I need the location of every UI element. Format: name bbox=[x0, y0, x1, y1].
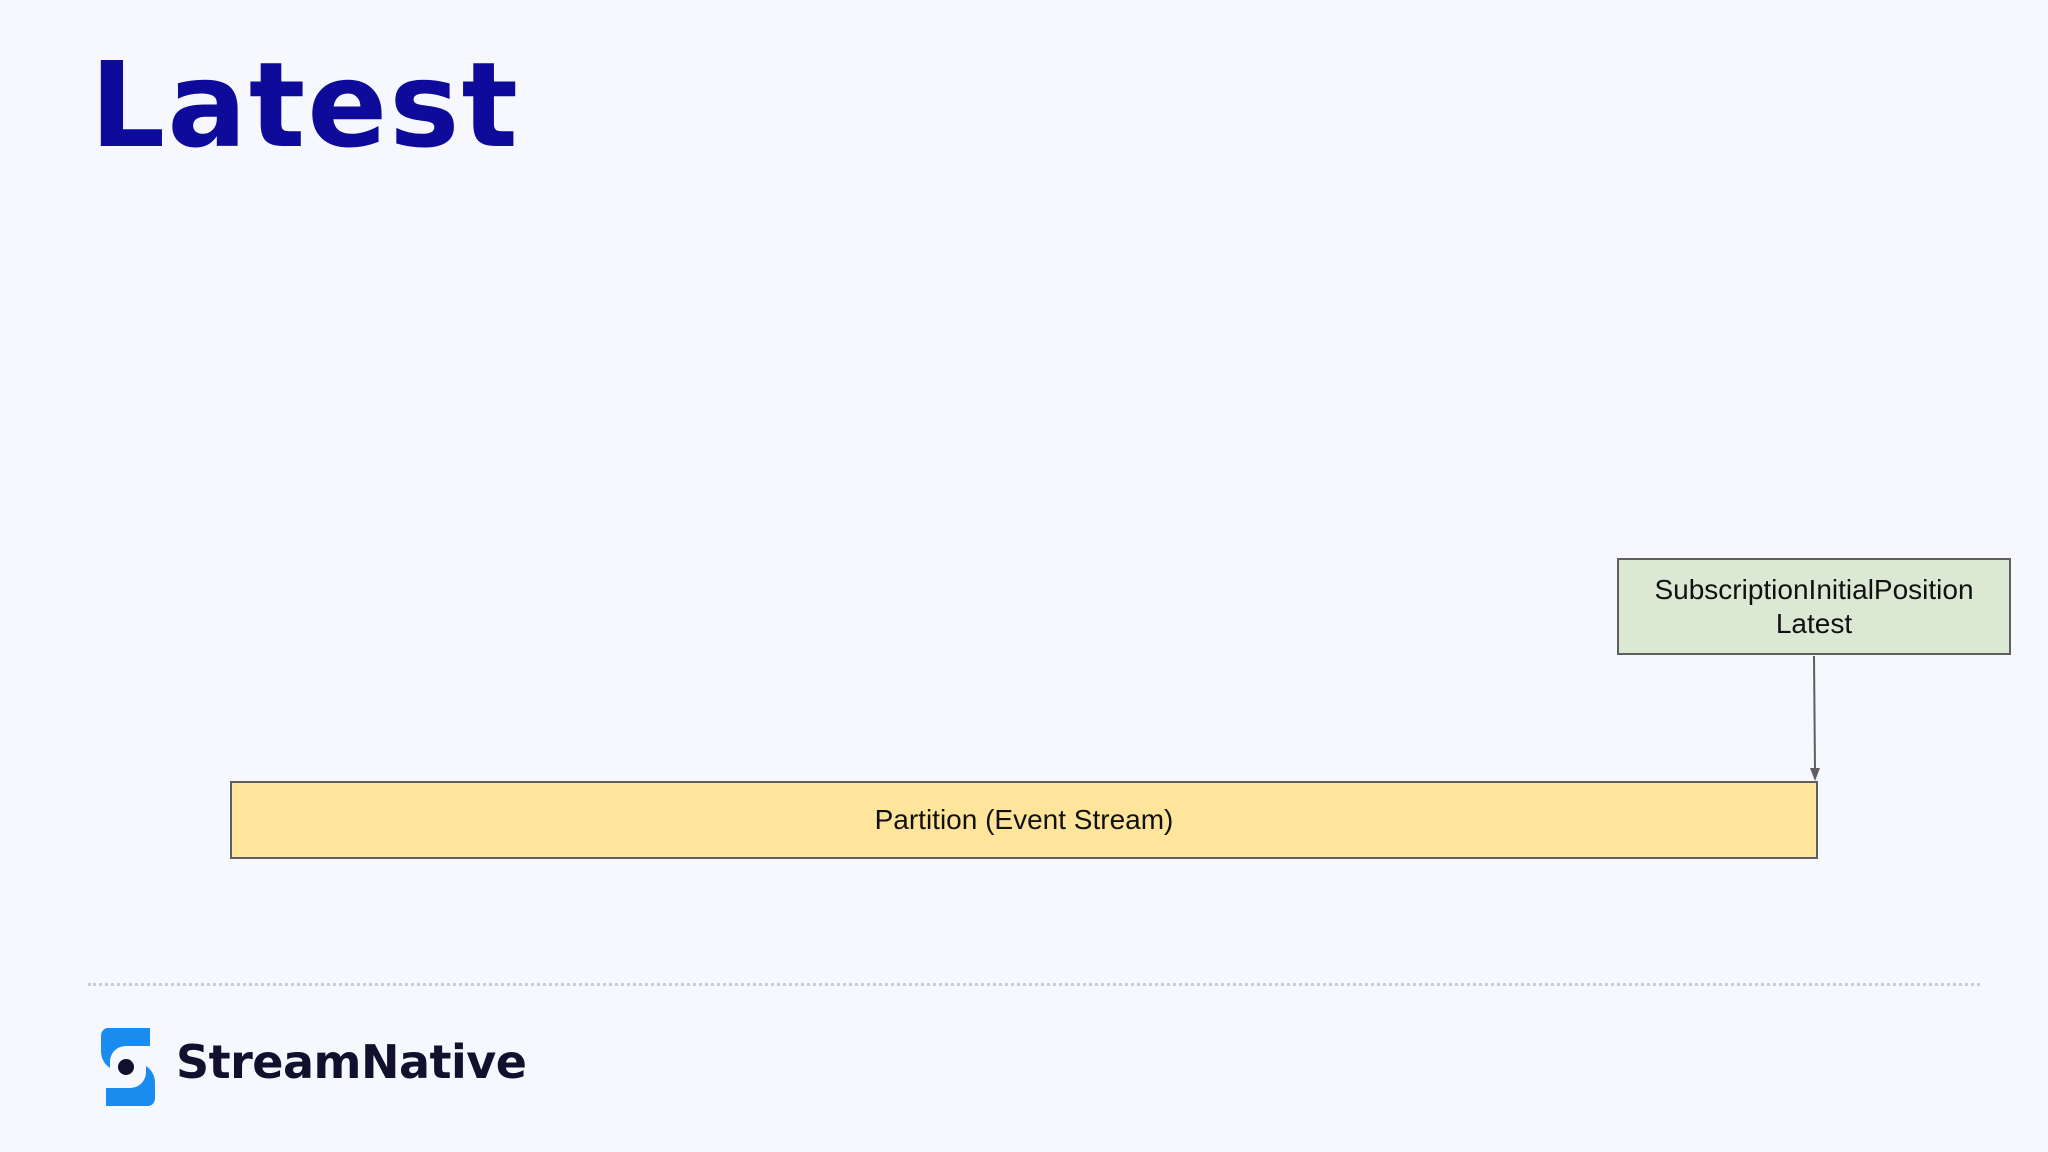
footer-divider bbox=[88, 983, 1980, 986]
arrow-head bbox=[1810, 768, 1820, 781]
brand-name: StreamNative bbox=[176, 1035, 527, 1089]
arrow-line bbox=[1813, 655, 1816, 772]
page-title: Latest bbox=[90, 36, 520, 174]
position-box-line1: SubscriptionInitialPosition bbox=[1654, 573, 1974, 605]
subscription-initial-position-box: SubscriptionInitialPosition Latest bbox=[1617, 558, 2011, 655]
partition-box: Partition (Event Stream) bbox=[230, 781, 1818, 859]
partition-label: Partition (Event Stream) bbox=[874, 804, 1174, 835]
position-box-line2: Latest bbox=[1775, 607, 1853, 639]
streamnative-logo-icon bbox=[101, 1028, 155, 1106]
